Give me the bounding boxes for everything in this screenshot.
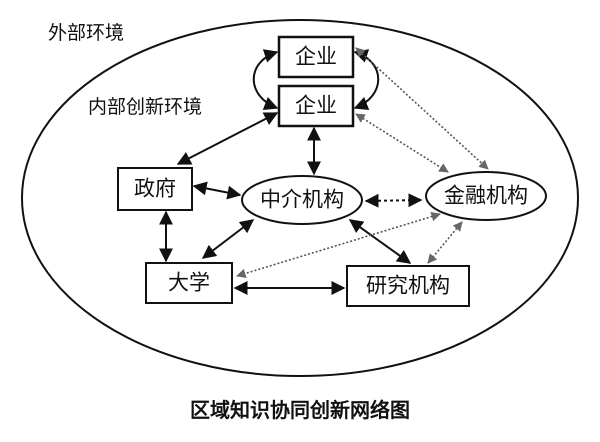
enterprise-government-arrow (176, 112, 279, 165)
financial-research-dotted-arrow (427, 221, 463, 264)
government-box (117, 167, 193, 211)
intermediary-university-arrow (201, 219, 255, 259)
financial-ellipse (425, 171, 547, 221)
intermediary-financial-dotted-arrow (364, 193, 423, 208)
university-box (145, 262, 233, 304)
enterprise-right-loop-arrow (353, 49, 380, 110)
enterprise-top-financial-dotted-arrow (355, 47, 489, 170)
government-intermediary-arrow (192, 181, 242, 200)
financial-university-dotted-arrow (236, 211, 441, 279)
outer-environment-ellipse (21, 19, 579, 377)
government-label: 政府 (134, 176, 176, 201)
outer-environment-label: 外部环境 (48, 22, 125, 44)
enterprise-top-label: 企业 (295, 44, 337, 69)
intermediary-label: 中介机构 (260, 187, 344, 212)
inner-environment-label: 内部创新环境 (88, 96, 203, 118)
enterprise-bottom-financial-dotted-arrow (355, 113, 449, 173)
enterprise-top-box (277, 35, 355, 79)
enterprise-left-loop-arrow (252, 49, 279, 110)
research-label: 研究机构 (366, 273, 450, 298)
enterprise-bottom-box (277, 84, 355, 128)
university-label: 大学 (168, 270, 210, 295)
figure-caption: 区域知识协同创新网络图 (190, 398, 410, 422)
enterprise-bottom-label: 企业 (295, 93, 337, 118)
financial-label: 金融机构 (444, 183, 528, 208)
